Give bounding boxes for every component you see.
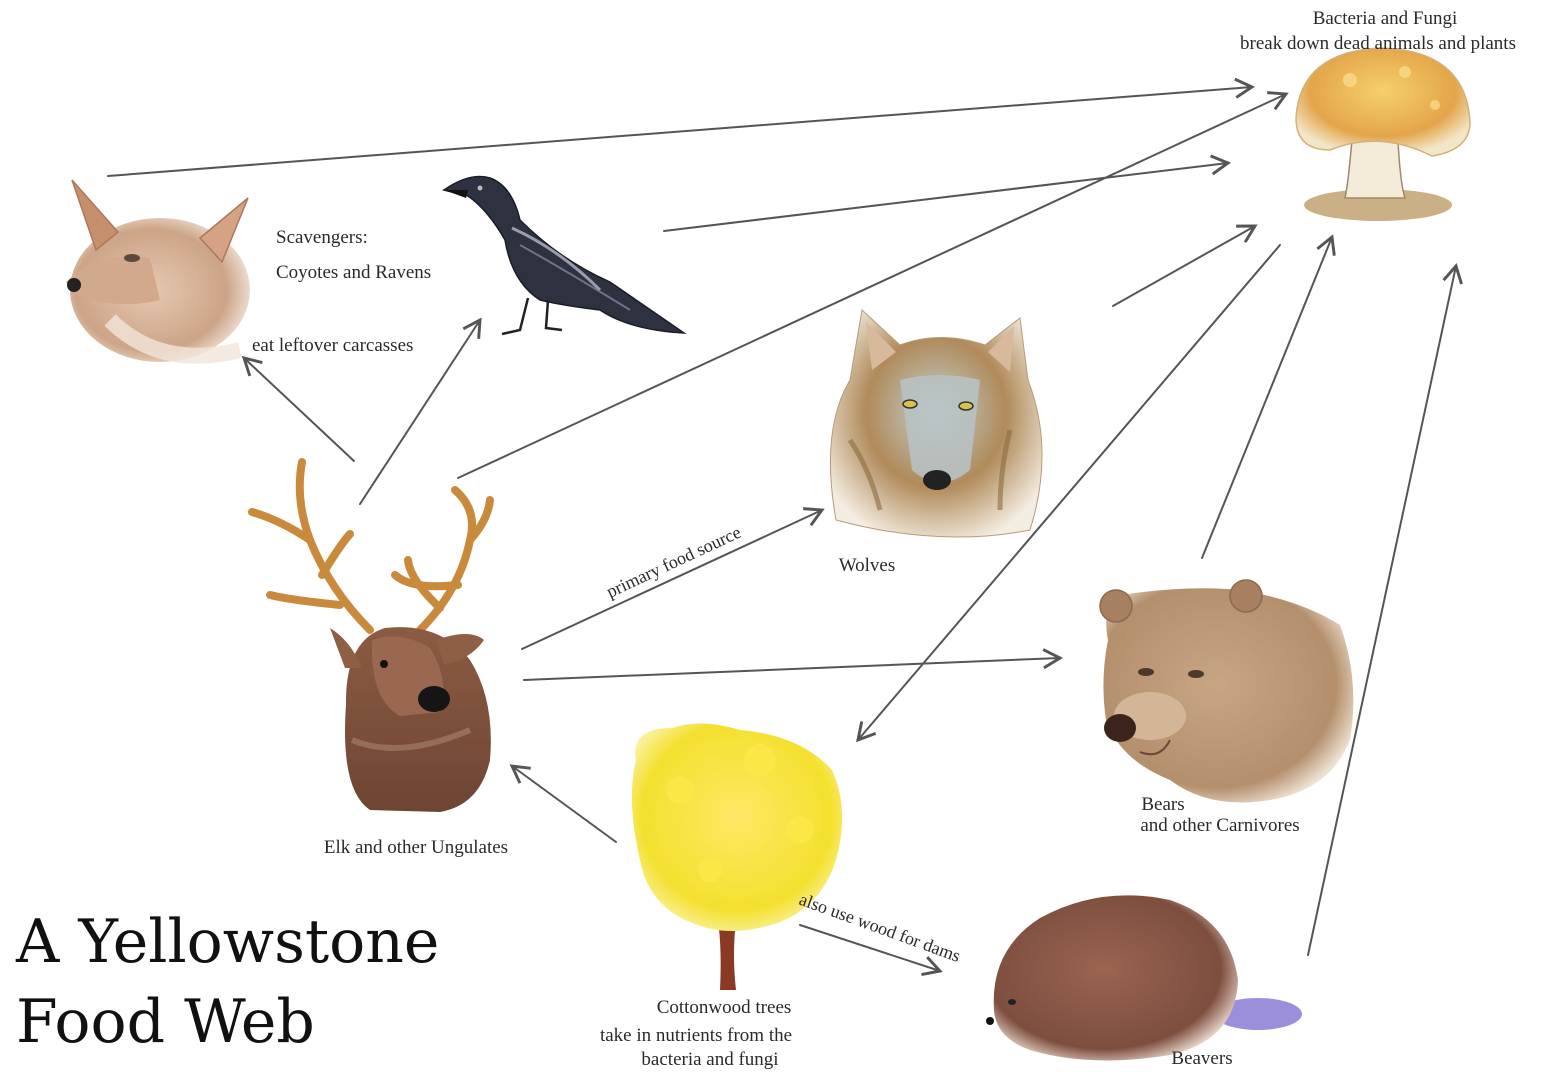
- label-bears-line2: and other Carnivores: [1140, 815, 1299, 836]
- label-scavengers-names: Coyotes and Ravens: [276, 262, 431, 283]
- arrow-elk-to-bears: [524, 658, 1060, 680]
- diagram-title-line2: Food Web: [16, 987, 315, 1057]
- label-bears-line1: Bears: [1141, 794, 1184, 815]
- arrow-bears-to-decomposers: [1202, 237, 1332, 558]
- label-decomposers-desc: break down dead animals and plants: [1240, 33, 1516, 54]
- coyote-illustration: [66, 180, 250, 362]
- label-decomposers-name: Bacteria and Fungi: [1313, 8, 1458, 29]
- bear-illustration: [1100, 580, 1353, 803]
- label-wolves: Wolves: [839, 555, 896, 576]
- arrow-elk-to-coyote: [244, 358, 354, 461]
- cottonwood-illustration: [632, 723, 842, 990]
- label-cottonwood-desc2: bacteria and fungi: [641, 1049, 778, 1070]
- label-beavers: Beavers: [1171, 1048, 1232, 1069]
- label-cottonwood-desc1: take in nutrients from the: [600, 1025, 792, 1046]
- edge-label-scavenge: eat leftover carcasses: [252, 335, 413, 356]
- arrow-beavers-to-decomposers: [1308, 266, 1456, 955]
- mushroom-illustration: [1296, 48, 1470, 221]
- edge-label-primary: primary food source: [603, 522, 744, 602]
- arrow-cottonwood-to-elk: [512, 766, 616, 842]
- elk-illustration: [252, 462, 491, 812]
- arrow-raven-to-decomposers: [664, 163, 1228, 231]
- label-scavengers-heading: Scavengers:: [276, 227, 368, 248]
- raven-illustration: [444, 177, 684, 335]
- diagram-title-line1: A Yellowstone: [15, 907, 439, 977]
- beaver-illustration: [986, 895, 1302, 1060]
- arrow-coyote-to-decomposers: [108, 87, 1252, 176]
- label-cottonwood-name: Cottonwood trees: [657, 997, 792, 1018]
- wolf-illustration: [830, 310, 1042, 537]
- label-elk: Elk and other Ungulates: [324, 837, 508, 858]
- edge-label-dams: also use wood for dams: [797, 889, 964, 966]
- arrow-elk-to-wolves: [522, 510, 822, 649]
- arrow-wolves-to-decomposers: [1113, 226, 1255, 306]
